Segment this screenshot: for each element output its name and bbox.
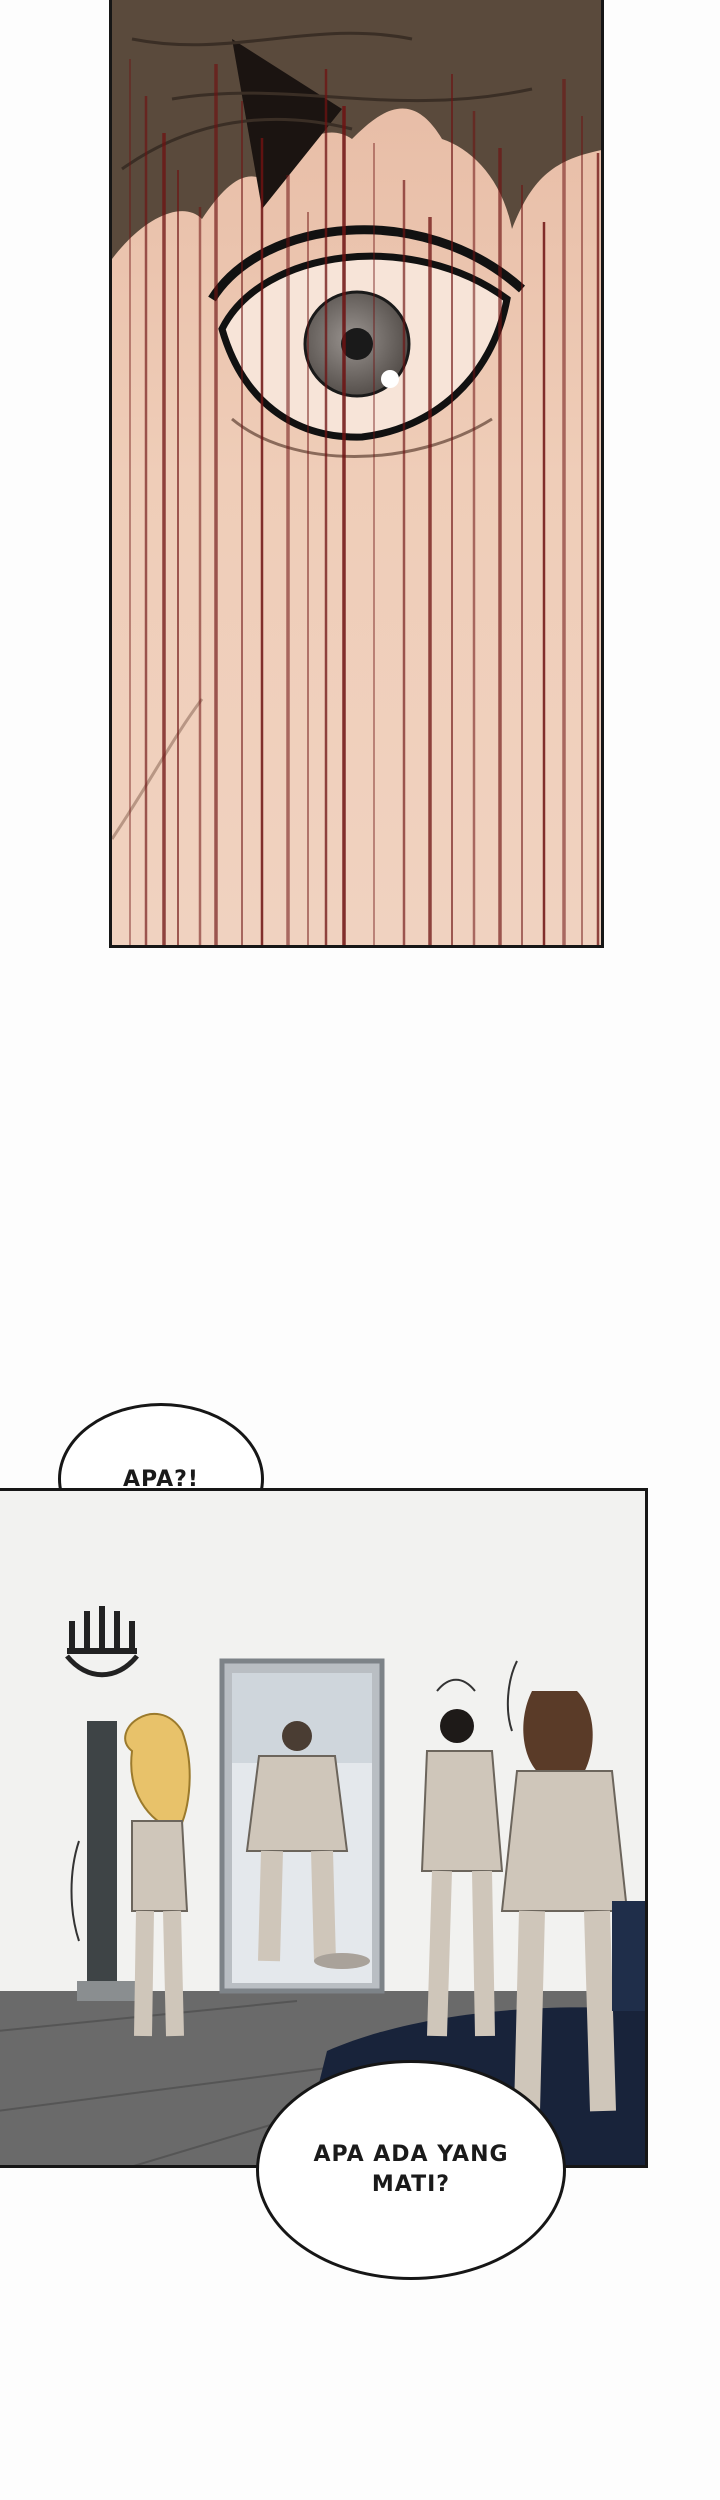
speech-text-apa: APA?! bbox=[123, 1466, 199, 1492]
hair-strands bbox=[121, 31, 533, 171]
mirror-room-art bbox=[0, 1491, 645, 2165]
eyelid-line bbox=[208, 225, 526, 302]
eye-closeup-art bbox=[112, 0, 601, 945]
candelabra bbox=[65, 1606, 147, 2001]
under-eye-line bbox=[231, 417, 493, 458]
blonde-woman bbox=[124, 1712, 191, 2037]
speech-text-mati: APA ADA YANG MATI? bbox=[313, 2142, 509, 2197]
shock-streaks bbox=[129, 59, 600, 945]
hair bbox=[112, 0, 601, 259]
long-haired-man bbox=[500, 1691, 629, 2112]
eye-closeup-panel bbox=[109, 0, 604, 948]
mirror-room-panel bbox=[0, 1488, 648, 2168]
eye-highlight bbox=[381, 370, 399, 388]
speech-bubble-mati: APA ADA YANG MATI? bbox=[256, 2060, 566, 2280]
face-contour bbox=[112, 698, 204, 840]
motion-lines bbox=[70, 1660, 518, 1942]
hair-shadow bbox=[232, 39, 342, 209]
eye-pupil bbox=[341, 328, 373, 360]
reflected-man bbox=[245, 1721, 370, 1969]
dark-haired-man bbox=[420, 1709, 504, 2037]
blue-sofa bbox=[612, 1901, 645, 2011]
